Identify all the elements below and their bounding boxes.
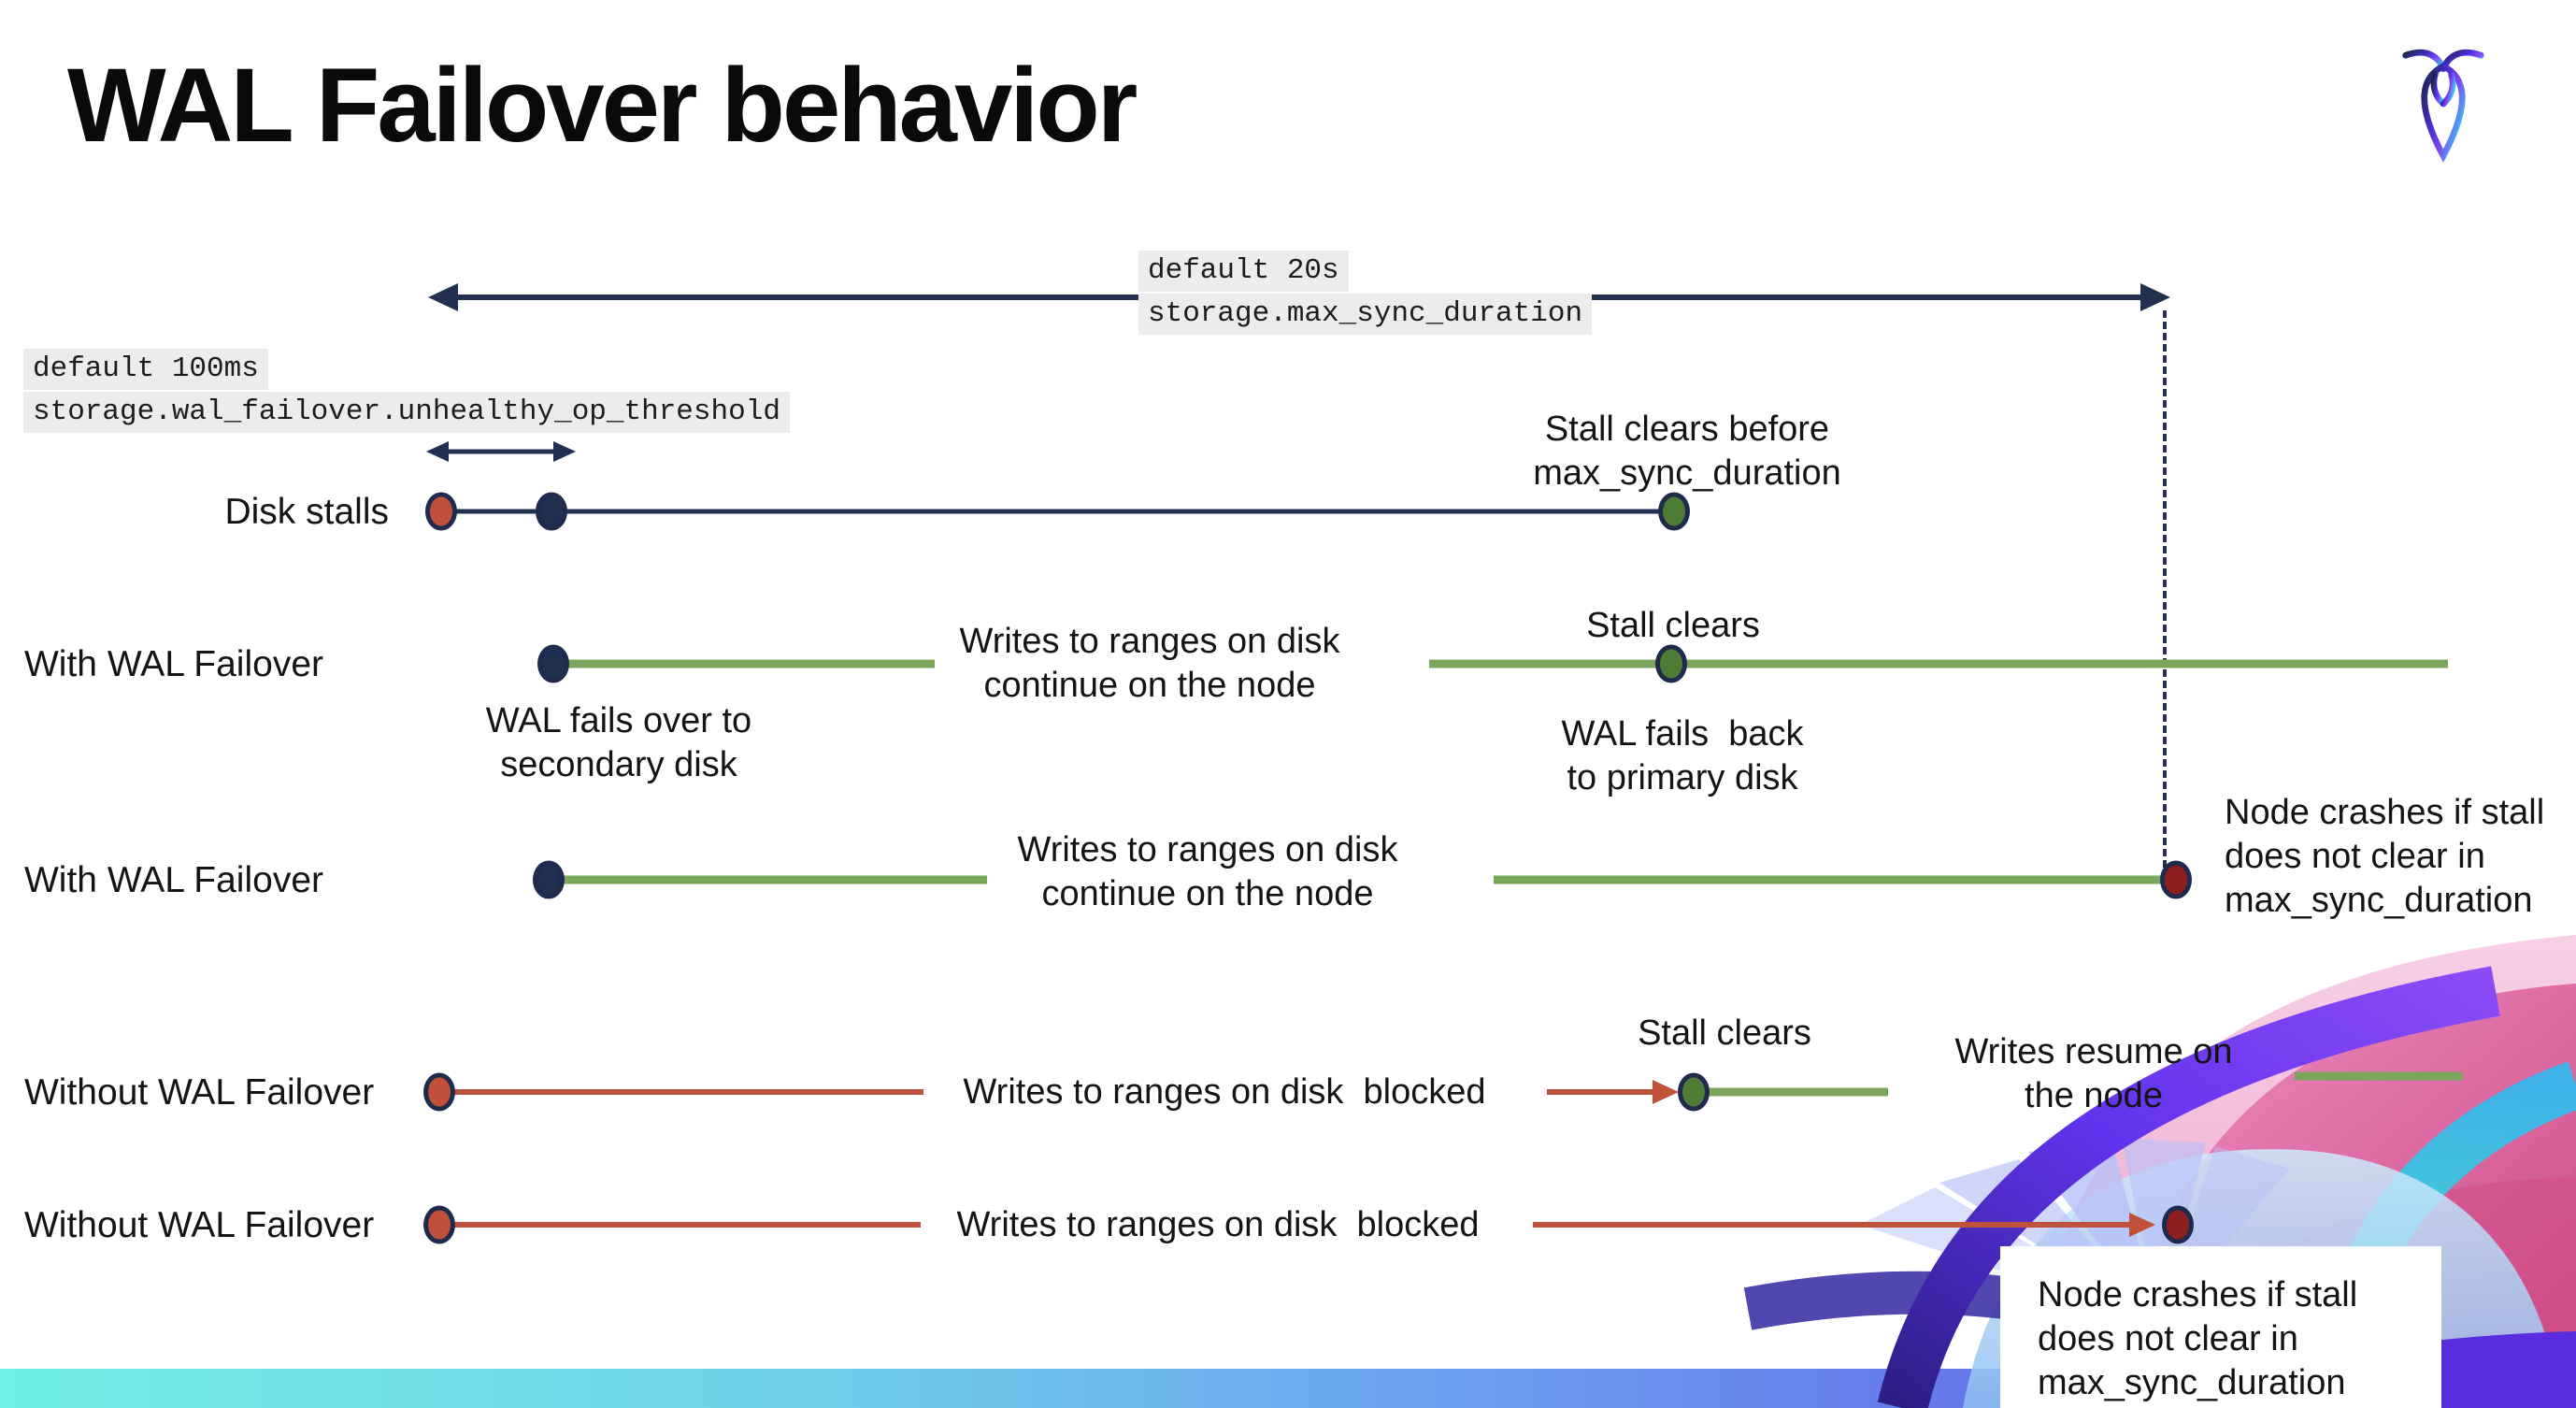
row-label-with-wal-failover-1: With WAL Failover: [24, 644, 323, 684]
row-label-without-wal-failover-2: Without WAL Failover: [24, 1205, 375, 1245]
stall-clears-label-1: Stall clears: [1586, 606, 1760, 645]
writes-resume-line-b: [2295, 1071, 2463, 1081]
stall-start-dot-2: [423, 1072, 455, 1112]
blocked-arrowhead-1-icon: [1653, 1080, 1679, 1104]
span-arrowhead-left-icon: [428, 283, 458, 311]
failover-dot-2: [533, 860, 565, 899]
stall-start-dot-3: [423, 1205, 455, 1244]
row-label-without-wal-failover-1: Without WAL Failover: [24, 1072, 375, 1113]
stall-clears-dot-2: [1678, 1072, 1710, 1112]
max-sync-deadline-dashed-line: [2163, 310, 2167, 868]
failover-threshold-dot: [536, 492, 567, 531]
writes-resume-line-a: [1707, 1087, 1888, 1097]
max-sync-setting-chip: storage.max_sync_duration: [1138, 294, 1593, 335]
writes-resume-note: Writes resume on the node: [1954, 1032, 2233, 1115]
blocked-arrowhead-2-icon: [2129, 1213, 2155, 1237]
stall-clears-dot: [1658, 492, 1690, 531]
disk-stalls-timeline: [441, 509, 1674, 514]
node-crash-dot-2: [2162, 1205, 2194, 1244]
threshold-setting-chip: storage.wal_failover.unhealthy_op_thresh…: [23, 392, 790, 433]
writes-blocked-line-2a: [439, 1222, 921, 1228]
writes-continue-line-1b: [1429, 659, 2448, 668]
writes-blocked-note-1: Writes to ranges on disk blocked: [963, 1072, 1486, 1112]
writes-continue-line-2a: [549, 875, 987, 884]
node-crash-dot-1: [2160, 860, 2192, 899]
span-arrowhead-right-icon: [2140, 283, 2170, 311]
writes-continue-note-2: Writes to ranges on disk continue on the…: [1017, 830, 1398, 913]
node-crash-note-2: Node crashes if stall does not clear in …: [2038, 1275, 2358, 1402]
failover-note: WAL fails over to secondary disk: [485, 701, 752, 784]
node-crash-note-1: Node crashes if stall does not clear in …: [2225, 793, 2545, 920]
failback-note: WAL fails back to primary disk: [1561, 714, 1804, 797]
writes-blocked-line-2b: [1533, 1222, 2136, 1228]
threshold-arrowhead-right-icon: [553, 441, 576, 462]
threshold-arrowhead-left-icon: [426, 441, 449, 462]
threshold-default-chip: default 100ms: [23, 349, 268, 390]
stall-clears-label-2: Stall clears: [1638, 1013, 1811, 1053]
max-sync-default-chip: default 20s: [1138, 251, 1349, 292]
writes-blocked-line-1b: [1547, 1089, 1657, 1095]
cockroachdb-logo-icon: [2402, 49, 2484, 163]
page-title: WAL Failover behavior: [67, 47, 1138, 164]
writes-continue-line-1a: [553, 659, 935, 668]
writes-blocked-note-2: Writes to ranges on disk blocked: [956, 1205, 1480, 1244]
failover-dot-1: [537, 644, 569, 683]
writes-continue-note-1: Writes to ranges on disk continue on the…: [959, 622, 1340, 705]
row-label-with-wal-failover-2: With WAL Failover: [24, 860, 323, 900]
threshold-span-line: [437, 449, 559, 454]
crash-note-callout-box: [2000, 1246, 2441, 1408]
stall-clears-before-note: Stall clears before max_sync_duration: [1533, 409, 1841, 493]
failback-dot: [1655, 644, 1687, 683]
row-label-disk-stalls: Disk stalls: [224, 492, 389, 532]
writes-continue-line-2b: [1494, 875, 2173, 884]
stall-start-dot: [425, 492, 457, 531]
writes-blocked-line-1a: [439, 1089, 923, 1095]
